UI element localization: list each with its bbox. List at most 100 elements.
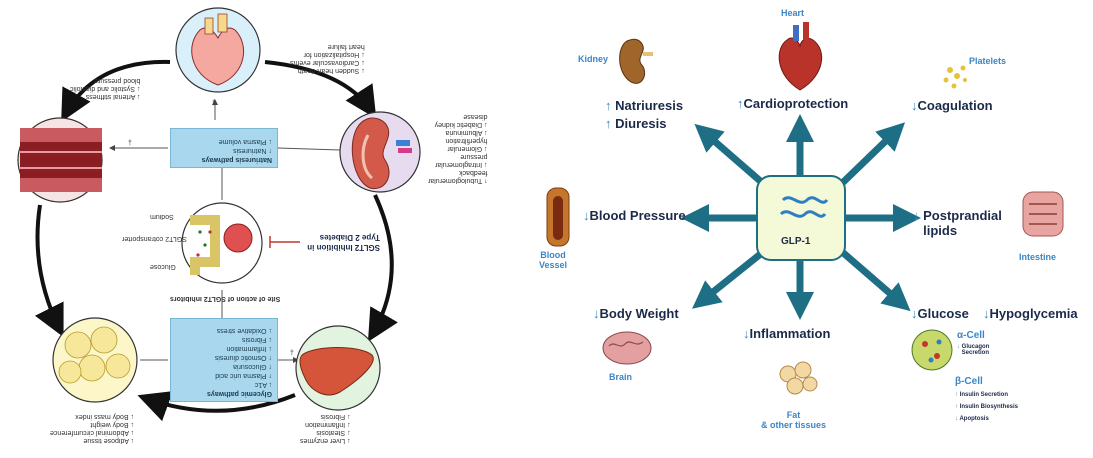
glycemic-pathways-box: Glycemic pathways ↓ A1c ↑ Plasma uric ac… [170,318,278,402]
dagger-mark: † [212,100,216,108]
beta-item: ↓ Apoptosis [955,416,989,422]
effect-text: Glucagon Secretion [962,344,990,356]
kidney-illustration [340,112,420,192]
glycemic-item: ↓ Inflammation [176,344,272,353]
artery-notes: ↓ Arterial stiffness ↓ Systolic and dias… [70,76,140,100]
site-of-action-label: Site of action of SGLT2 inhibitors [170,294,280,302]
fat-cells-icon [780,362,817,394]
cycle-arrow [38,205,61,330]
note-line: ↓ Glomerular [428,144,488,152]
effect-text: Blood Pressure [590,208,686,223]
note-line: ↓ Body weight [50,420,134,428]
glycemic-item: ↓ Oxidative stress [176,326,272,335]
note-line: ↓ Cardiovascular events [290,58,365,66]
note-line: ↓ Liver enzymes [300,436,351,444]
note-line: feedback [428,168,488,176]
liver-illustration [296,326,380,410]
note-line: ↓ Body mass index [50,412,134,420]
note-line: ↓ Inflammation [300,420,351,428]
glp1-center-box [757,176,845,260]
glycemic-item: ↑ Glucosuria [176,362,272,371]
glycemic-item: ↑ Plasma uric acid [176,371,272,380]
beta-item: ↑ Insulin Biosynthesis [955,404,1018,410]
effect-text: Glucose [918,306,969,321]
effect-glucose: ↓Glucose [911,306,969,321]
effect-text: Insulin Secretion [960,392,1008,398]
note-line: ↓ Diabetic kidney [428,120,488,128]
effect-inflammation: ↓Inflammation [743,326,830,341]
beta-cell-label: β-Cell [955,376,983,387]
effect-natriuresis: ↑ Natriuresis [605,98,683,113]
glp1-graphics [545,0,1093,458]
adipose-illustration [53,318,137,402]
effect-blood-pressure: ↓Blood Pressure [583,208,686,223]
beta-item: ↑ Insulin Secretion [955,392,1008,398]
effect-text: Inflammation [750,326,831,341]
nephron-label-sglt2: SGLT2 cotransporter [122,234,187,242]
effect-coagulation: ↓Coagulation [911,98,993,113]
organ-label-brain: Brain [609,372,632,382]
effect-text: Apoptosis [959,416,988,422]
intestine-icon [1023,192,1063,236]
platelets-icon [944,66,968,89]
natriuresis-title: Natriuresis pathways [176,155,272,164]
organ-label-heart: Heart [781,8,804,18]
effect-text: Natriuresis [615,98,683,113]
note-line: ↓ Abdominal circumference [50,428,134,436]
heart-notes: ↓ Sudden heart death ↓ Cardiovascular ev… [290,42,365,74]
organ-label-intestine: Intestine [1019,252,1056,262]
fat-notes: ↓ Adipose tissue ↓ Abdominal circumferen… [50,412,134,444]
effect-hypoglycemia: ↓Hypoglycemia [983,306,1078,321]
heart-illustration [176,8,260,92]
brain-icon [603,332,651,364]
effect-text: Diuresis [615,116,666,131]
note-line: heart failure [290,42,365,50]
effect-cardioprotection: ↑Cardioprotection [737,96,848,111]
effect-diuresis: ↑ Diuresis [605,116,666,131]
natriuresis-item: ↑ Natriuresis [176,146,272,155]
note-line: blood pressure [70,76,140,84]
natriuresis-item: ↓ Plasma volume [176,137,272,146]
organ-label-kidney: Kidney [578,54,608,64]
dagger-mark: † [128,140,132,148]
note-line: ↓ Systolic and diastolic [70,84,140,92]
organ-label-fat: Fat & other tissues [761,410,826,430]
blood-vessel-icon [547,188,569,246]
note-line: hyperfiltration [428,136,488,144]
effect-postprandial-lipids: ↓ Postprandial lipids [913,208,1002,238]
sglt2-label: SGLT2 Inhibition in Type 2 Diabetes [300,232,380,252]
effect-text: Hypoglycemia [990,306,1078,321]
organ-label-blood-vessel: Blood Vessel [539,250,567,270]
artery-illustration [18,118,102,202]
glycemic-item: ↓ A1c [176,380,272,389]
glycemic-item: ↑ Osmotic diuresis [176,353,272,362]
note-line: ↓ Hospitalization for [290,50,365,58]
cycle-arrow [372,195,392,335]
glp1-center-label: GLP-1 [781,236,810,247]
note-line: ↓ Albuminuria [428,128,488,136]
natriuresis-pathways-box: Natriuresis pathways ↑ Natriuresis ↓ Pla… [170,128,278,168]
nephron-illustration [182,203,262,283]
heart-icon [779,22,821,90]
liver-notes: ↓ Liver enzymes ↓ Steatosis ↓ Inflammati… [300,412,351,444]
note-line: pressure [428,152,488,160]
sglt2-diagram: Natriuresis pathways ↑ Natriuresis ↓ Pla… [0,0,545,458]
glp1-diagram: Heart Kidney Platelets Blood Vessel Inte… [545,0,1093,458]
kidney-notes: ↑ Tubuloglomerular feedback ↓ Intraglome… [428,112,488,184]
pancreatic-islet-icon [912,330,952,370]
nephron-label-sodium: Sodium [150,212,174,220]
dagger-mark: † [290,350,294,358]
note-line: ↑ Tubuloglomerular [428,176,488,184]
effect-body-weight: ↓Body Weight [593,306,679,321]
note-line: ↓ Sudden heart death [290,66,365,74]
note-line: ↓ Arterial stiffness [70,92,140,100]
note-line: disease [428,112,488,120]
effect-text: Postprandial lipids [923,208,1002,238]
kidney-icon [620,39,653,83]
glycemic-item: ↓ Fibrosis [176,335,272,344]
nephron-label-glucose: Glucose [150,262,176,270]
glycemic-title: Glycemic pathways [176,389,272,398]
organ-label-platelets: Platelets [969,56,1006,66]
note-line: ↓ Intraglomerular [428,160,488,168]
note-line: ↓ Fibrosis [300,412,351,420]
